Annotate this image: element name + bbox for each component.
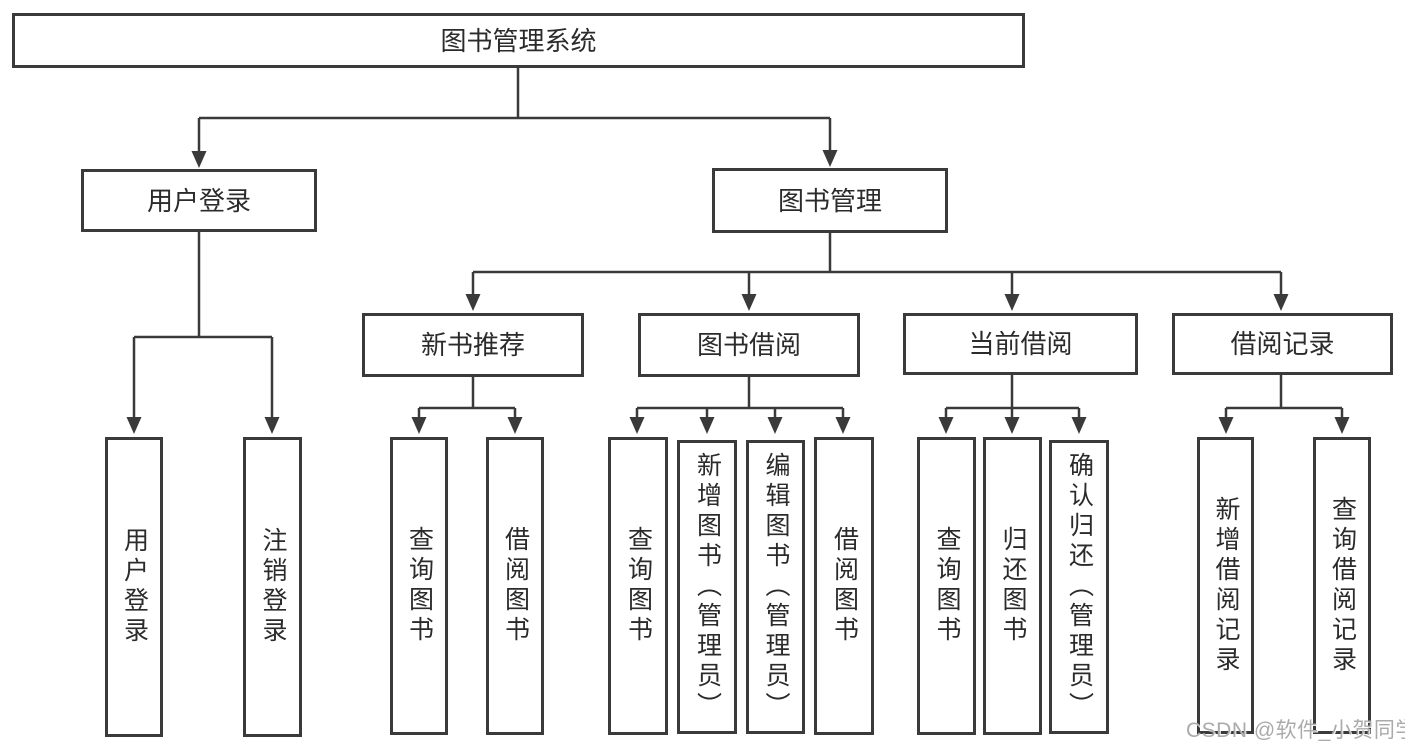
node-book-borrowing-label: 图书借阅 [696, 330, 801, 360]
leaf-newbooks-query-books: 查询图书 [390, 437, 448, 735]
node-book-borrowing: 图书借阅 [638, 313, 860, 377]
node-current-borrowing: 当前借阅 [903, 313, 1138, 375]
leaf-logout-label: 注销登录 [259, 527, 287, 647]
node-borrow-records: 借阅记录 [1172, 313, 1393, 375]
leaf-borrowing-query-books-label: 查询图书 [624, 526, 653, 646]
node-root-label: 图书管理系统 [440, 25, 597, 56]
leaf-newbooks-borrow-books-label: 借阅图书 [501, 526, 530, 646]
leaf-records-add-record: 新增借阅记录 [1197, 437, 1254, 734]
leaf-logout: 注销登录 [243, 437, 302, 737]
leaf-current-return-books-label: 归还图书 [999, 526, 1027, 646]
leaf-borrowing-edit-books-admin-label: 编辑图书（管理员） [762, 452, 790, 722]
leaf-current-return-books: 归还图书 [983, 437, 1042, 735]
leaf-newbooks-borrow-books: 借阅图书 [486, 437, 544, 735]
leaf-records-add-record-label: 新增借阅记录 [1212, 495, 1240, 676]
leaf-user-login-label: 用户登录 [120, 527, 149, 647]
leaf-records-query-record: 查询借阅记录 [1313, 437, 1371, 734]
leaf-user-login: 用户登录 [105, 437, 163, 737]
node-user-login: 用户登录 [81, 169, 317, 232]
leaf-borrowing-query-books: 查询图书 [608, 437, 668, 735]
node-current-borrowing-label: 当前借阅 [968, 329, 1073, 359]
leaf-borrowing-edit-books-admin: 编辑图书（管理员） [746, 440, 805, 734]
node-user-login-label: 用户登录 [146, 185, 251, 216]
node-root: 图书管理系统 [12, 13, 1025, 68]
leaf-borrowing-borrow-books: 借阅图书 [814, 437, 874, 735]
leaf-borrowing-add-books-admin: 新增图书（管理员） [677, 440, 737, 734]
node-borrow-records-label: 借阅记录 [1230, 329, 1335, 359]
leaf-current-query-books-label: 查询图书 [933, 526, 961, 646]
leaf-current-confirm-return-admin: 确认归还（管理员） [1049, 440, 1109, 734]
node-book-management-label: 图书管理 [777, 185, 882, 216]
leaf-borrowing-add-books-admin-label: 新增图书（管理员） [693, 452, 722, 722]
leaf-newbooks-query-books-label: 查询图书 [405, 526, 434, 646]
node-new-book-recommend-label: 新书推荐 [420, 330, 525, 360]
node-new-book-recommend: 新书推荐 [362, 313, 584, 377]
leaf-current-confirm-return-admin-label: 确认归还（管理员） [1065, 452, 1094, 722]
watermark: CSDN @软件_小贺同学 [1186, 719, 1405, 742]
node-book-management: 图书管理 [712, 168, 948, 233]
leaf-records-query-record-label: 查询借阅记录 [1328, 495, 1357, 676]
leaf-current-query-books: 查询图书 [917, 437, 976, 735]
leaf-borrowing-borrow-books-label: 借阅图书 [830, 526, 859, 646]
